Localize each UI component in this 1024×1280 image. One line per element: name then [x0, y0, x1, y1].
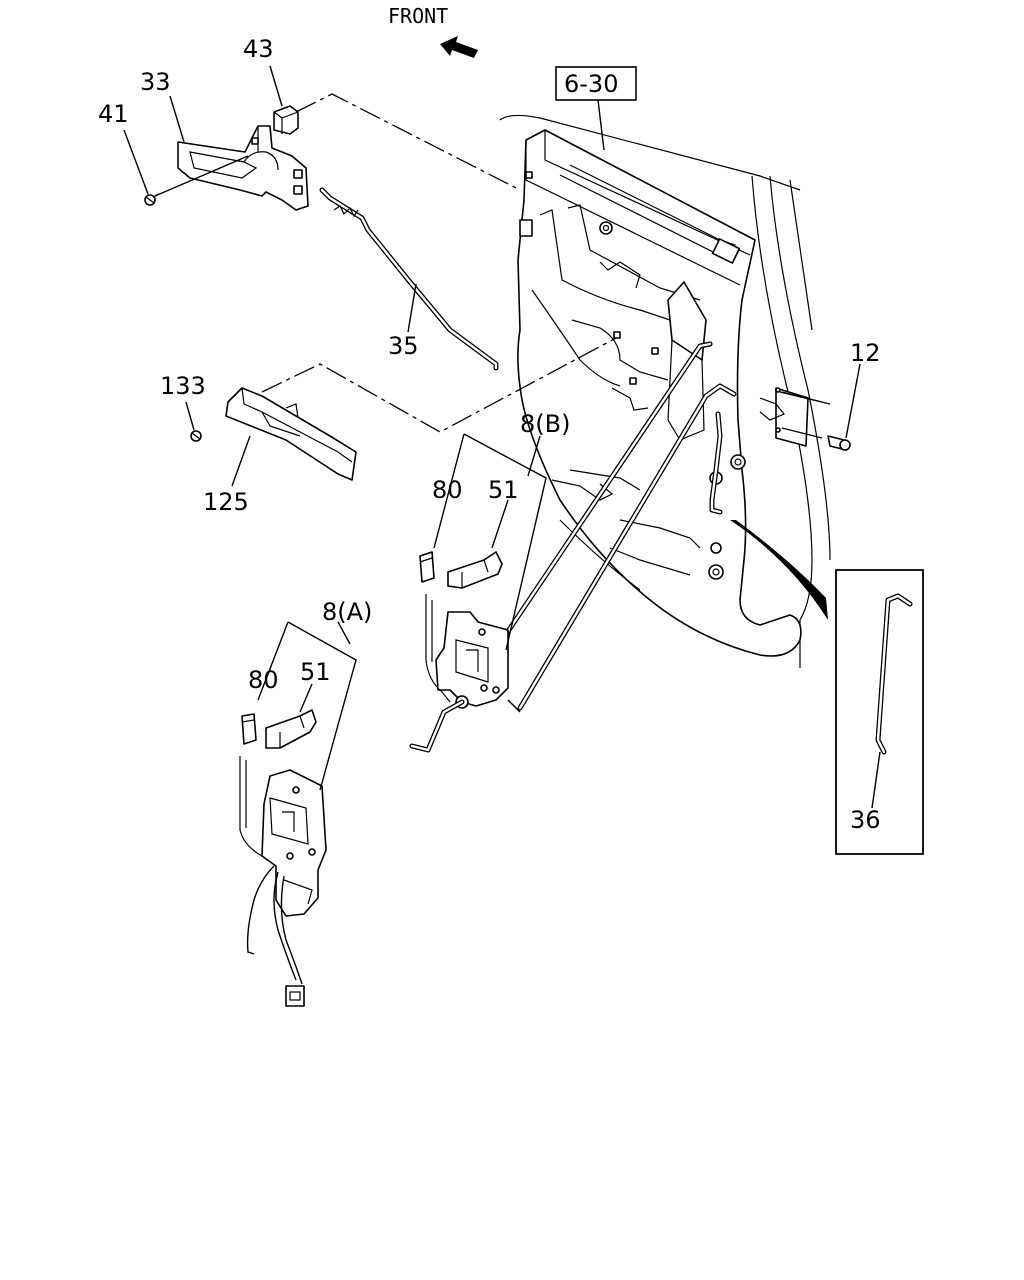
front-label: FRONT — [388, 4, 448, 28]
bracket-assembly — [190, 337, 617, 481]
label-125: 125 — [203, 488, 249, 516]
label-12: 12 — [850, 339, 881, 367]
latch-assembly-b — [409, 433, 547, 753]
part-labels: 43 33 41 35 133 125 12 8(B) 80 51 8(A) 8… — [98, 35, 881, 834]
label-36: 36 — [850, 806, 881, 834]
inside-handle-assembly — [144, 93, 521, 371]
latch-rods — [483, 341, 737, 713]
screw-12 — [779, 391, 851, 451]
bumper-80b — [419, 551, 435, 583]
screw-41 — [144, 193, 159, 206]
screw-133 — [190, 430, 202, 442]
cover-51a — [265, 709, 317, 749]
label-80b: 80 — [432, 476, 463, 504]
latch-assembly-a — [239, 621, 357, 1007]
label-51b: 51 — [488, 476, 519, 504]
label-41: 41 — [98, 100, 129, 128]
front-indicator: FRONT — [388, 4, 478, 58]
label-leaders — [123, 65, 861, 487]
inside-handle — [177, 125, 309, 211]
door-inner-panel — [499, 114, 831, 668]
label-43: 43 — [243, 35, 274, 63]
latch-b-body — [435, 611, 509, 707]
label-80a: 80 — [248, 666, 279, 694]
reference-label: 6-30 — [564, 70, 618, 98]
label-133: 133 — [160, 372, 206, 400]
label-35: 35 — [388, 332, 419, 360]
clip-43 — [273, 105, 299, 135]
front-arrow-icon — [440, 36, 478, 58]
label-8b: 8(B) — [520, 410, 570, 438]
connector-a — [285, 985, 305, 1007]
inset-rod-36 — [835, 569, 924, 855]
reference-box: 6-30 — [555, 66, 637, 151]
bumper-80a — [241, 713, 257, 745]
label-33: 33 — [140, 68, 171, 96]
label-51a: 51 — [300, 658, 331, 686]
label-8a: 8(A) — [322, 598, 372, 626]
cover-51b — [447, 551, 503, 589]
bracket-125 — [225, 387, 357, 481]
